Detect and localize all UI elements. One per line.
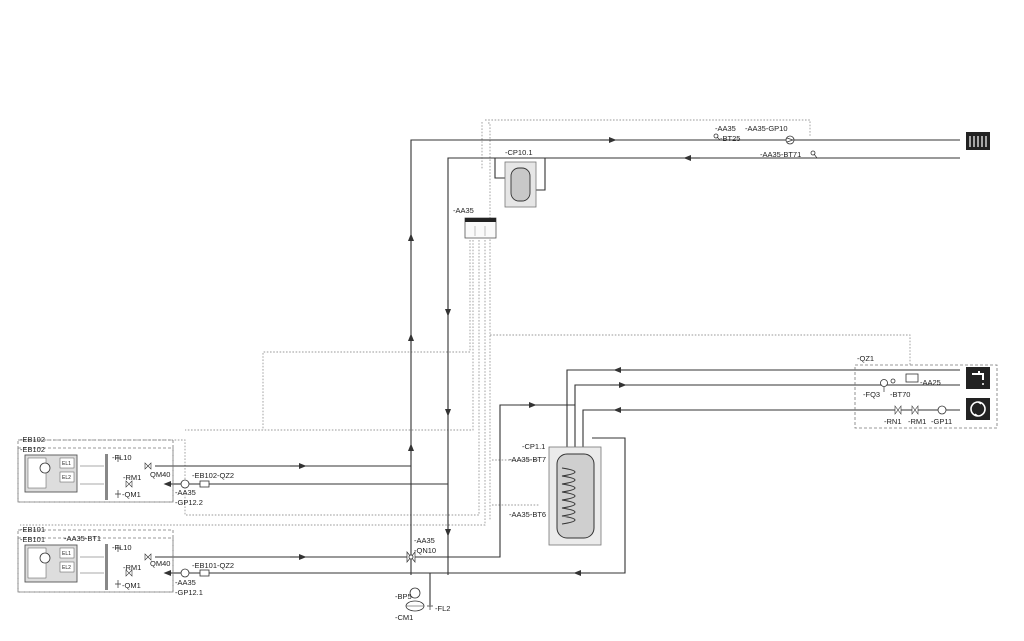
component-labels: -AA35 -AA35-GP10 -BT25 -AA35-BT71 -CP10.…: [20, 124, 952, 622]
label-qn10: -QN10: [414, 546, 436, 555]
label-bp5: -BP5: [395, 592, 412, 601]
pipework: [155, 136, 960, 605]
valve-qn10: [406, 551, 416, 563]
label-qz1: -QZ1: [857, 354, 874, 363]
label-eb102-gp12: -GP12.2: [175, 498, 203, 507]
label-eb101-qm1: -QM1: [122, 581, 141, 590]
hot-water-tank-cp1: [548, 446, 602, 546]
label-fq3: -FQ3: [863, 390, 880, 399]
label-aa35-bt6: -AA35-BT6: [509, 510, 546, 519]
label-bt70: -BT70: [890, 390, 910, 399]
label-aa35-bt7: -AA35-BT7: [509, 455, 546, 464]
label-eb102-outer: -EB102: [20, 435, 45, 444]
label-eb102-fl10: -FL10: [112, 453, 132, 462]
label-eb101-bt1: -AA35-BT1: [64, 534, 101, 543]
label-eb101-outer: -EB101: [20, 525, 45, 534]
label-eb101-inner: -EB101: [20, 535, 45, 544]
label-rm1-qz1: -RM1: [908, 417, 926, 426]
label-gp11: -GP11: [931, 417, 952, 426]
label-eb101-qz2: -EB101-QZ2: [192, 561, 234, 570]
label-rn1: -RN1: [884, 417, 902, 426]
label-aa35-gp10: -AA35-GP10: [745, 124, 788, 133]
label-fl2: -FL2: [435, 604, 450, 613]
buffer-tank-cp10: [504, 161, 537, 208]
label-eb101-rm1: -RM1: [123, 563, 141, 572]
radiator-top-icon: [966, 132, 990, 150]
label-aa35-bt71: -AA35-BT71: [760, 150, 801, 159]
label-cp1-1: -CP1.1: [522, 442, 545, 451]
label-aa35-top: -AA35: [715, 124, 736, 133]
label-bt25: -BT25: [720, 134, 740, 143]
label-eb102-aa35: -AA35: [175, 488, 196, 497]
label-aa25: -AA25: [920, 378, 941, 387]
label-eb101-el2: EL2: [62, 565, 71, 571]
label-eb101-el1: EL1: [62, 551, 71, 557]
label-eb101-aa35: -AA35: [175, 578, 196, 587]
expansion-vessel-bp5: [405, 587, 433, 612]
eb102-heat-pump: [17, 439, 210, 503]
label-aa35-unit: -AA35: [453, 206, 474, 215]
label-eb102-qm1: -QM1: [122, 490, 141, 499]
label-eb101-qm40: QM40: [150, 559, 170, 568]
label-eb102-qm40: QM40: [150, 470, 170, 479]
circulation-pump-gp10: [785, 135, 795, 145]
label-cp10-1: -CP10.1: [505, 148, 533, 157]
sensor-bt71-icon: [810, 150, 818, 159]
label-eb101-gp12: -GP12.1: [175, 588, 203, 597]
tap-water-icon: [966, 367, 990, 389]
label-eb101-fl10: -FL10: [112, 543, 132, 552]
eb101-heat-pump: [17, 529, 210, 593]
circulation-outlet-icon: [966, 398, 990, 420]
accessory-card-aa35: [464, 217, 497, 239]
sensor-bt25-icon: [713, 133, 721, 141]
label-aa35-qn10: -AA35: [414, 536, 435, 545]
label-cm1: -CM1: [395, 613, 413, 622]
qz1-module: [854, 364, 998, 429]
label-eb102-qz2: -EB102-QZ2: [192, 471, 234, 480]
label-eb102-el1: EL1: [62, 461, 71, 467]
label-eb102-inner: -EB102: [20, 445, 45, 454]
control-wiring: [20, 119, 911, 526]
label-eb102-rm1: -RM1: [123, 473, 141, 482]
label-eb102-el2: EL2: [62, 475, 71, 481]
